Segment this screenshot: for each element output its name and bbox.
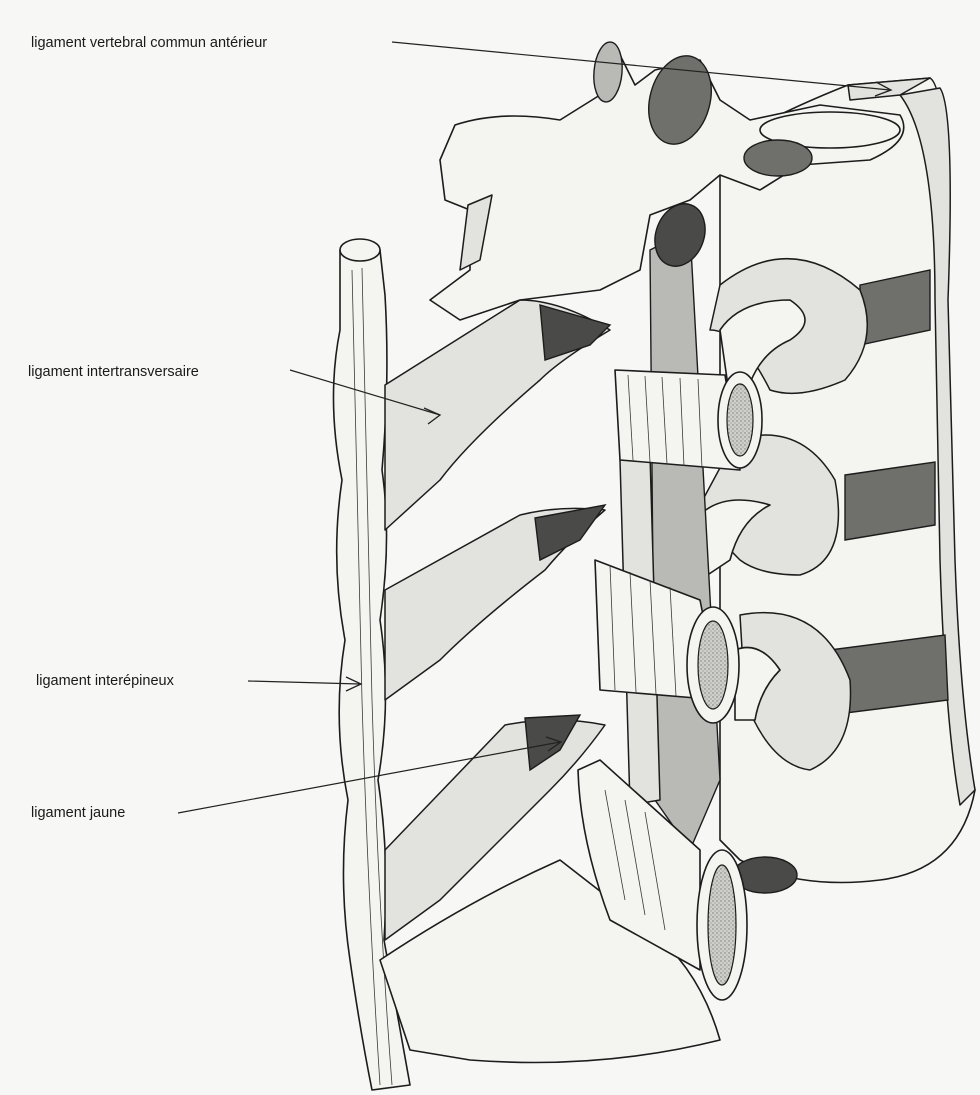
transverse-processes: [578, 370, 762, 1000]
label-intertransverse-text: ligament intertransversaire: [28, 364, 199, 380]
label-anterior-text: ligament vertebral commun antérieur: [31, 35, 267, 51]
label-interspinous-text: ligament interépineux: [36, 673, 175, 689]
posterior-strands: [620, 197, 720, 850]
label-anterior-ligament: ligament vertebral commun antérieur: [31, 35, 891, 96]
label-flavum-text: ligament jaune: [31, 805, 125, 821]
label-interspinous-ligament: ligament interépineux: [36, 673, 361, 691]
